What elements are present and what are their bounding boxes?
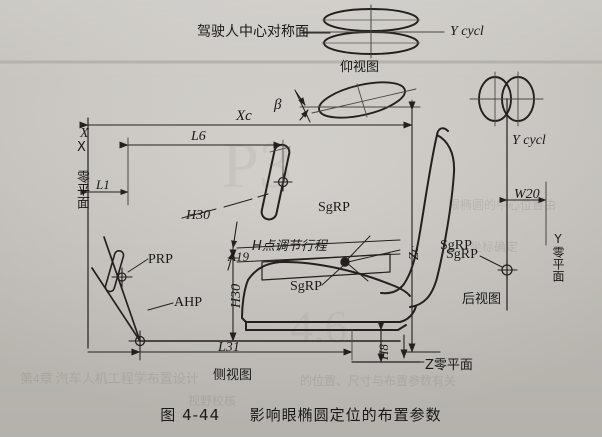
dim-xc-label: Xc	[236, 108, 252, 124]
sgrp-marker-seat	[321, 235, 401, 286]
seat-outline	[241, 127, 456, 331]
bottom-view-ellipses	[301, 4, 445, 59]
h-point-travel-parallelogram	[236, 239, 401, 281]
figure-caption-title: 影响眼椭圆定位的布置参数	[249, 406, 442, 424]
y-zero-plane-label: Y零平面	[551, 232, 565, 282]
side-view-caption: 侧视图	[213, 368, 253, 383]
z-zero-plane-leader	[400, 334, 425, 363]
figure-caption-number: 图 4-44	[160, 406, 221, 424]
x-zero-plane-label: X 零平面	[74, 140, 89, 209]
dim-zc	[403, 101, 441, 353]
side-eye-ellipse	[294, 81, 421, 123]
sgrp-rearview-label: SgRP	[446, 247, 478, 262]
dim-h30-upper-label: H30	[186, 208, 211, 223]
dim-l31-label: L31	[218, 340, 240, 355]
angle-a19-label: A19	[228, 249, 249, 264]
sgrp-top-label: SgRP	[318, 200, 350, 215]
dim-l1-label: L1	[96, 177, 110, 192]
dim-l31	[131, 329, 353, 361]
pedal-linkage	[91, 236, 401, 352]
z-zero-plane-label: Z零平面	[425, 358, 473, 373]
bottom-view-axis-label: Y cycl	[450, 24, 484, 39]
prp-label: PRP	[148, 252, 173, 267]
dim-h8-label: H8	[376, 344, 391, 360]
x-axis-label: X	[80, 126, 89, 141]
sgrp-marker-rear	[479, 255, 518, 281]
dim-l6-label: L6	[191, 129, 206, 144]
steering-wheel	[181, 139, 293, 221]
sgrp-rear-label: SgRP	[440, 238, 472, 253]
dim-h30-lower-label: H30	[229, 283, 244, 308]
figure-caption: 图 4-44 影响眼椭圆定位的布置参数	[0, 404, 602, 425]
symmetry-plane-label: 驾驶人中心对称面	[197, 24, 309, 40]
rear-view-axis-label: Y cycl	[512, 133, 546, 148]
ahp-label: AHP	[174, 295, 203, 310]
bottom-view-caption: 仰视图	[340, 60, 380, 75]
dim-zc-label: Zc	[407, 246, 422, 260]
sgrp-mid-label: SgRP	[290, 279, 322, 294]
rear-view-caption: 后视图	[462, 292, 502, 307]
h-point-travel-label: H点调节行程	[252, 239, 327, 254]
dim-w20-label: W20	[514, 187, 540, 202]
angle-beta-label: β	[274, 97, 282, 113]
